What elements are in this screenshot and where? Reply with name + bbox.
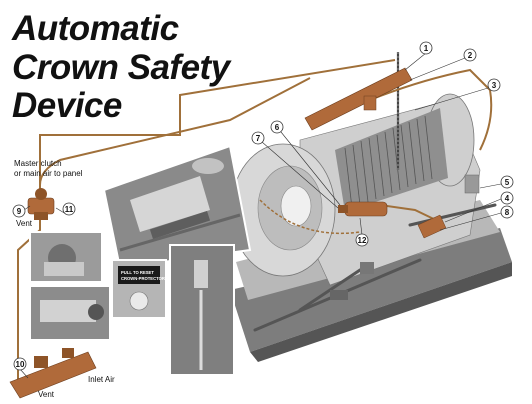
reset-plate-line-1: PULL TO RESET	[121, 270, 154, 275]
callout-5: 5	[479, 175, 514, 189]
hidden-air-line	[259, 199, 361, 235]
svg-text:10: 10	[16, 360, 25, 369]
inset-manifold-photo	[29, 285, 111, 341]
svg-text:11: 11	[65, 205, 74, 214]
master-clutch-valve	[27, 188, 55, 220]
cable-drum	[335, 108, 448, 212]
svg-text:2: 2	[468, 51, 473, 60]
photo-insets: PULL TO RESET CROWN-PROTECTOR	[29, 144, 252, 376]
relay-valve	[417, 214, 447, 239]
skid-base-front	[250, 262, 512, 362]
reset-knob	[129, 291, 149, 311]
callout-7: 7	[251, 131, 339, 209]
callout-12: 12	[355, 217, 369, 247]
inset-valve-photo	[29, 231, 103, 283]
callout-10: 10	[13, 357, 29, 379]
reset-plate-line-2: CROWN-PROTECTOR	[121, 276, 165, 281]
air-lines	[17, 59, 493, 380]
callout-9: 9	[12, 204, 31, 218]
svg-text:1: 1	[424, 44, 429, 53]
svg-text:5: 5	[505, 178, 510, 187]
callout-6: 6	[270, 120, 341, 206]
toggle-valve	[363, 95, 377, 111]
bracket-b	[360, 262, 374, 274]
valve-link-line	[379, 204, 441, 223]
crown-toggle-bar	[304, 67, 413, 131]
inset-rod-photo	[169, 244, 235, 376]
callout-1: 1	[404, 41, 433, 71]
svg-text:4: 4	[505, 194, 510, 203]
disc-hub	[280, 185, 312, 227]
master-clutch-label-2: or main air to panel	[14, 169, 83, 178]
drum-wraps	[344, 115, 433, 209]
air-cylinder	[344, 201, 388, 217]
drawworks-illustration	[230, 52, 512, 362]
inset-reset-plate-photo: PULL TO RESET CROWN-PROTECTOR	[111, 259, 167, 319]
svg-text:3: 3	[492, 81, 497, 90]
title-line-1: Automatic	[11, 9, 179, 48]
svg-text:9: 9	[17, 207, 22, 216]
vent-label-left: Vent	[16, 219, 33, 228]
title-line-3: Device	[12, 86, 122, 125]
svg-text:6: 6	[275, 123, 280, 132]
inlet-air-valve	[9, 348, 97, 399]
callout-4: 4	[444, 191, 514, 223]
callout-11: 11	[55, 202, 76, 216]
svg-text:12: 12	[358, 236, 367, 245]
callout-3: 3	[414, 78, 501, 111]
title-line-2: Crown Safety	[12, 48, 232, 87]
title-block: Automatic Crown Safety Device	[11, 9, 232, 125]
main-air-line	[17, 59, 396, 380]
skid-base	[230, 228, 512, 352]
vent-label-bottom: Vent	[38, 390, 55, 399]
bracket-a	[330, 290, 348, 300]
upper-loop-line	[369, 68, 493, 151]
callout-2: 2	[409, 48, 477, 81]
inset-cylinder-photo	[102, 144, 252, 270]
right-bracket	[464, 174, 480, 194]
master-clutch-label-1: Master clutch	[14, 159, 62, 168]
svg-text:7: 7	[256, 134, 261, 143]
clutch-air-line	[39, 77, 311, 200]
callouts: 1 2 3 4 5 6 7	[12, 41, 514, 379]
inlet-air-label: Inlet Air	[88, 375, 115, 384]
callout-8: 8	[439, 205, 514, 231]
svg-text:8: 8	[505, 208, 510, 217]
